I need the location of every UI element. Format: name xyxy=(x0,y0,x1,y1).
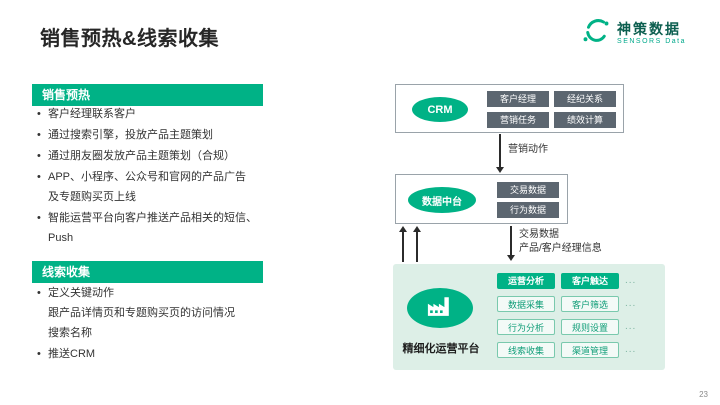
platform-module-button: 行为分析 xyxy=(497,319,555,335)
bullet-item: 通过搜索引擎，投放产品主题策划 xyxy=(36,125,304,145)
brand-name: 神策数据 xyxy=(617,21,682,38)
platform-modules-grid: 运营分析 客户触达 ... 数据采集 客户筛选 ... 行为分析 规则设置 ..… xyxy=(497,273,636,365)
operation-platform-panel: 精细化运营平台 运营分析 客户触达 ... 数据采集 客户筛选 ... 行为分析… xyxy=(393,264,665,370)
ellipsis-more: ... xyxy=(625,298,637,309)
platform-module-button: 规则设置 xyxy=(561,319,619,335)
factory-icon xyxy=(426,295,454,322)
brand-logo: 神策数据 SENSORS Data xyxy=(581,16,686,51)
platform-ellipse xyxy=(407,288,473,328)
data-hub-ellipse: 数据中台 xyxy=(408,187,476,213)
crm-module: 客户经理 xyxy=(487,91,549,107)
platform-module-button: 渠道管理 xyxy=(561,342,619,358)
marketing-action-label: 营销动作 xyxy=(508,144,548,155)
crm-ellipse: CRM xyxy=(412,97,468,122)
data-hub-module: 行为数据 xyxy=(497,202,559,218)
page-number: 23 xyxy=(699,390,708,399)
platform-module-button: 客户触达 xyxy=(561,273,619,289)
leads-bullet-list: 定义关键动作 跟产品详情页和专题购买页的访问情况 搜索名称 推送CRM xyxy=(36,283,304,365)
bullet-item: 智能运营平台向客户推送产品相关的短信、 Push xyxy=(36,208,304,248)
data-hub-box: 数据中台 交易数据 行为数据 xyxy=(395,174,568,224)
section-header-warmup: 销售预热 xyxy=(32,84,263,106)
bullet-item: 通过朋友圈发放产品主题策划（合规） xyxy=(36,146,304,166)
ellipsis-more: ... xyxy=(625,275,637,286)
arrowhead-up-icon xyxy=(413,226,421,232)
platform-module-button: 客户筛选 xyxy=(561,296,619,312)
platform-module-button: 线索收集 xyxy=(497,342,555,358)
platform-label: 精细化运营平台 xyxy=(402,343,480,355)
crm-modules: 客户经理 经纪关系 营销任务 绩效计算 xyxy=(487,91,616,128)
page-title: 销售预热&线索收集 xyxy=(40,28,219,50)
ellipsis-more: ... xyxy=(625,344,637,355)
warmup-bullet-list: 客户经理联系客户 通过搜索引擎，投放产品主题策划 通过朋友圈发放产品主题策划（合… xyxy=(36,104,304,249)
crm-module: 营销任务 xyxy=(487,112,549,128)
data-hub-modules: 交易数据 行为数据 xyxy=(497,182,559,218)
bullet-item: APP、小程序、公众号和官网的产品广告 及专题购买页上线 xyxy=(36,167,304,207)
arrowhead-up-icon xyxy=(399,226,407,232)
sensors-logo-icon xyxy=(581,16,611,51)
platform-module-button: 运营分析 xyxy=(497,273,555,289)
arrow-crm-to-hub xyxy=(499,134,501,168)
bullet-item: 推送CRM xyxy=(36,344,304,364)
data-hub-module: 交易数据 xyxy=(497,182,559,198)
ellipsis-more: ... xyxy=(625,321,637,332)
crm-module: 经纪关系 xyxy=(554,91,616,107)
brand-subtitle: SENSORS Data xyxy=(617,37,686,45)
section-header-leads: 线索收集 xyxy=(32,261,263,283)
crm-module: 绩效计算 xyxy=(554,112,616,128)
arrow-platform-to-hub xyxy=(416,231,418,262)
transaction-data-label: 交易数据 产品/客户经理信息 xyxy=(519,229,602,254)
arrow-platform-to-hub xyxy=(402,231,404,262)
platform-module-button: 数据采集 xyxy=(497,296,555,312)
arrow-hub-to-platform xyxy=(510,226,512,256)
arrowhead-down-icon xyxy=(496,167,504,173)
bullet-item: 定义关键动作 跟产品详情页和专题购买页的访问情况 搜索名称 xyxy=(36,283,304,343)
bullet-item: 客户经理联系客户 xyxy=(36,104,304,124)
arrowhead-down-icon xyxy=(507,255,515,261)
crm-system-box: CRM 客户经理 经纪关系 营销任务 绩效计算 xyxy=(395,84,624,133)
